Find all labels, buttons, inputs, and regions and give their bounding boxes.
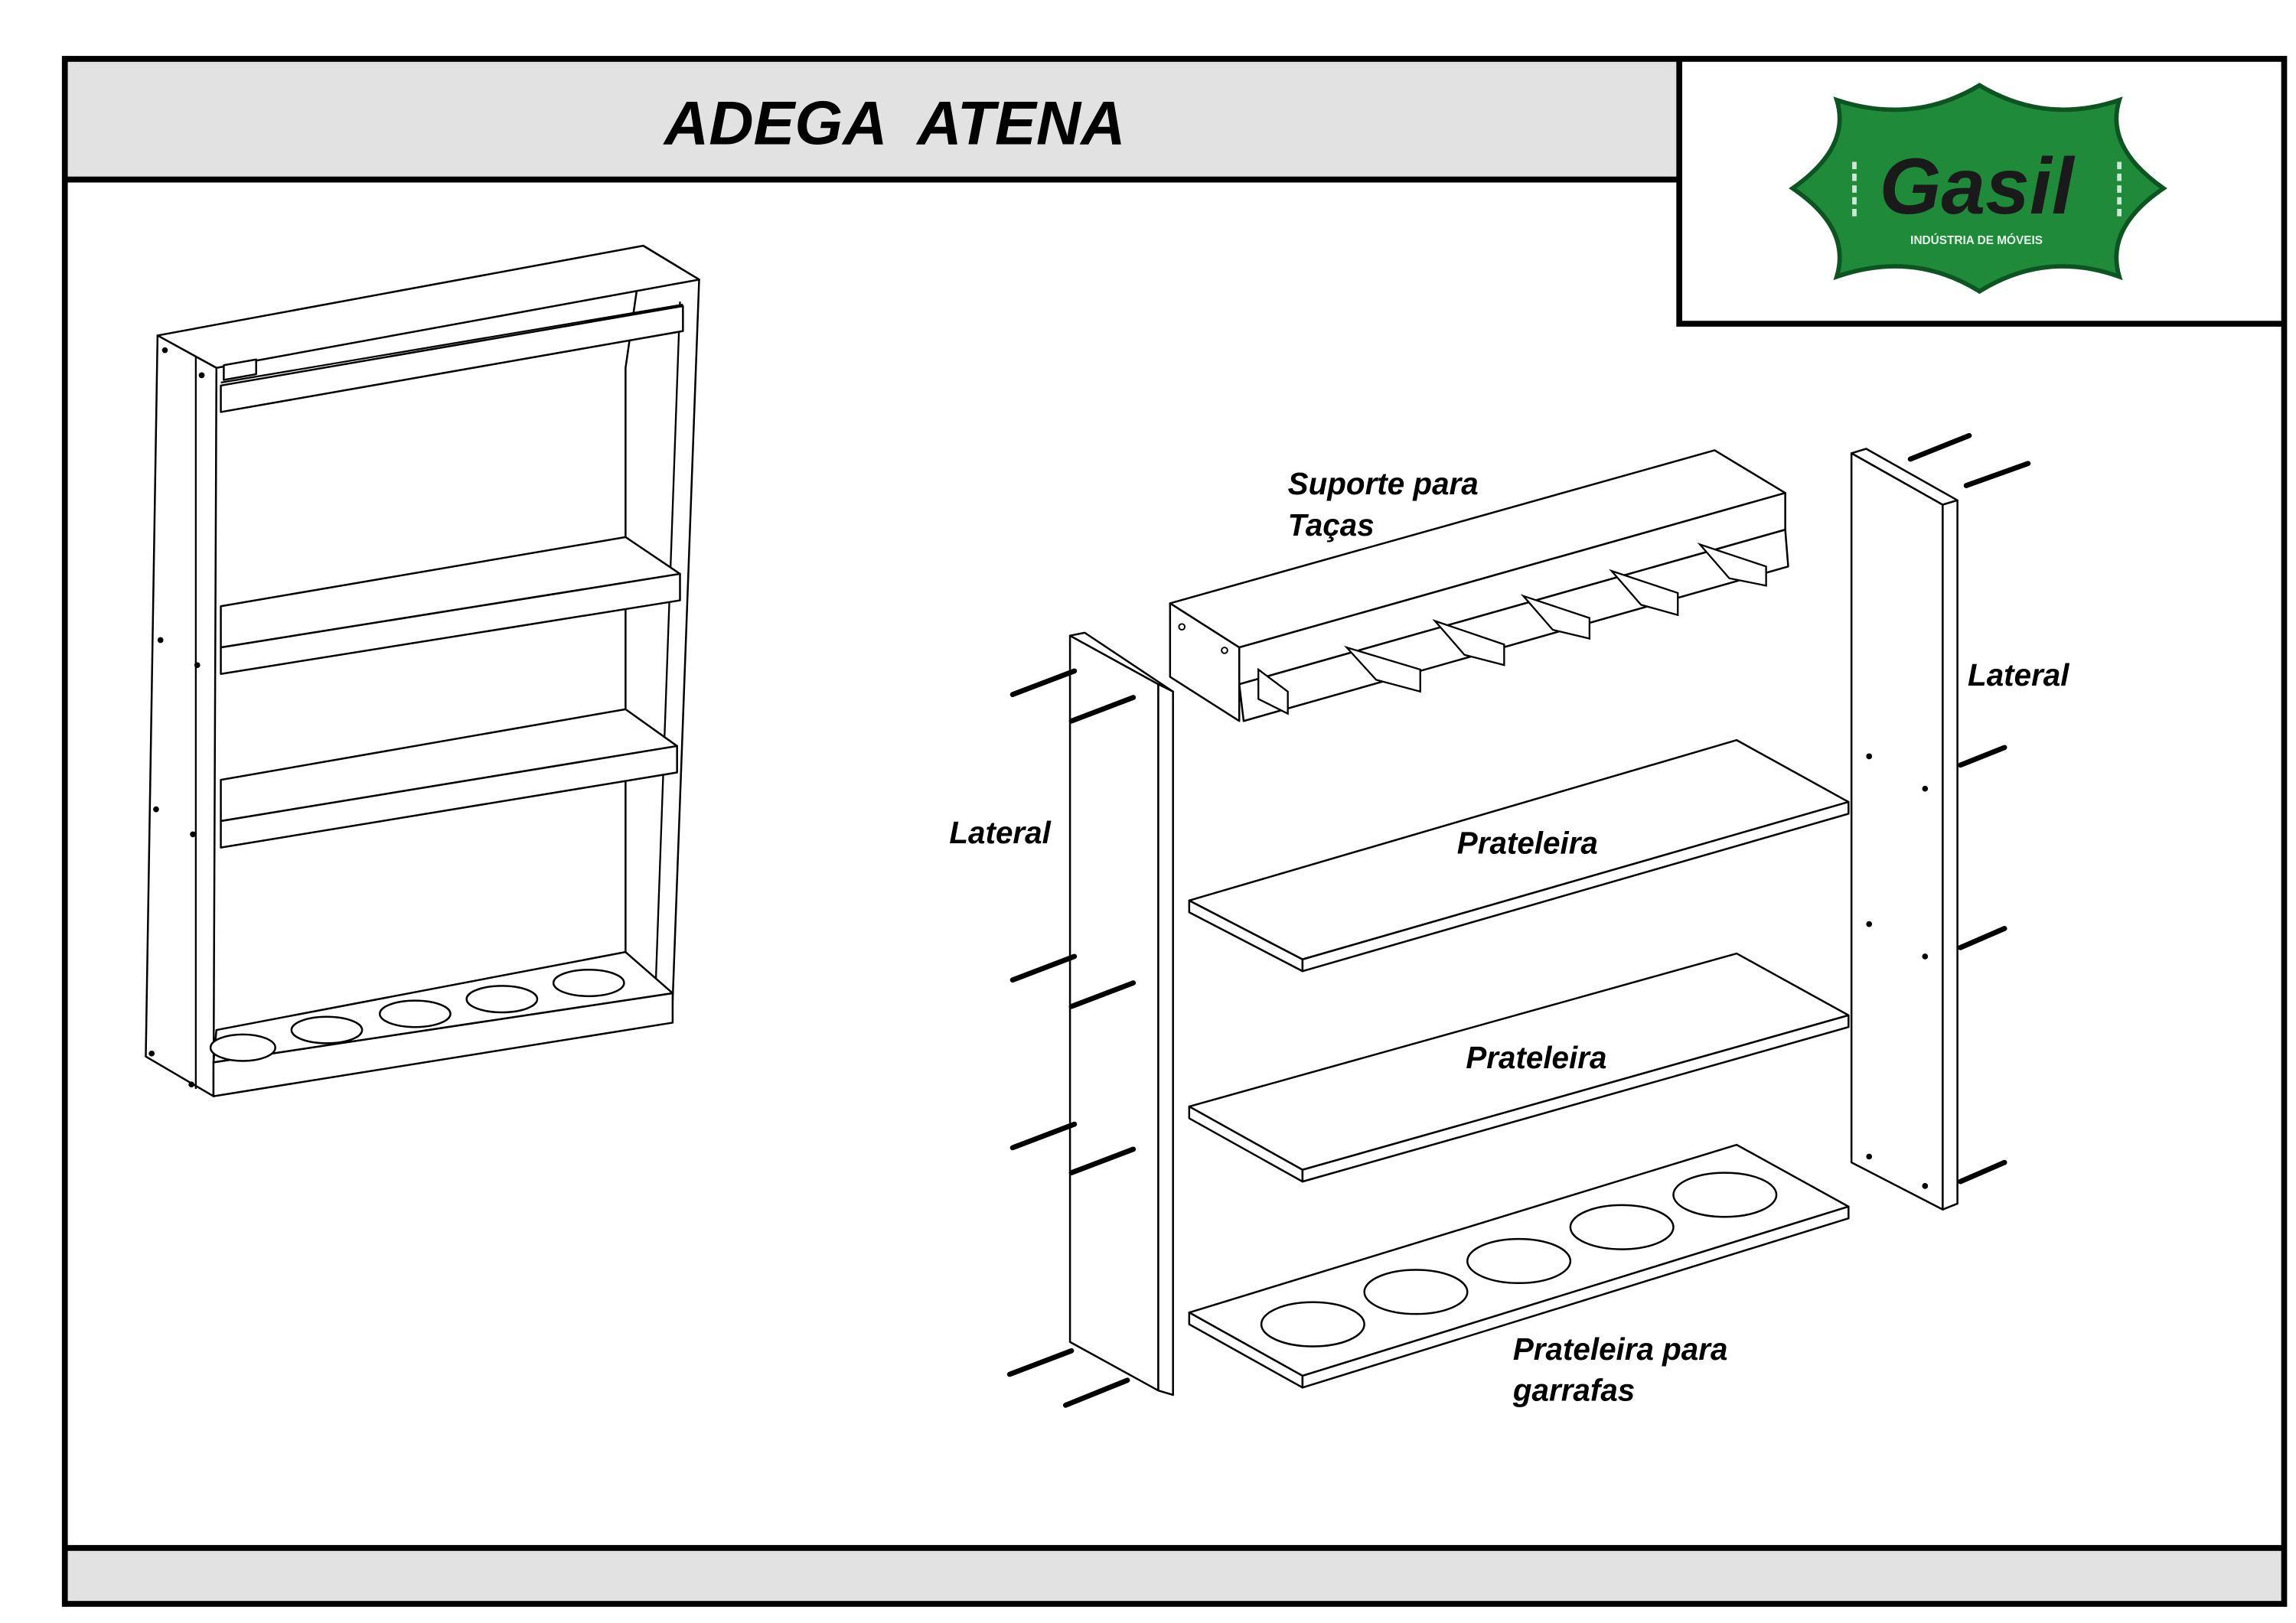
lateral-right-panel xyxy=(1850,448,1958,1211)
gasil-logo: Gasil INDÚSTRIA DE MÓVEIS xyxy=(1789,83,2167,295)
label-lateral-left: Lateral xyxy=(949,815,1051,850)
page-title: ADEGA ATENA xyxy=(663,89,1126,158)
footer-band xyxy=(64,1547,2285,1605)
bottle-shelf-part xyxy=(1188,1143,1850,1389)
label-bottle-shelf-line2: garrafas xyxy=(1512,1373,1635,1408)
label-support-line1: Suporte para xyxy=(1288,466,1479,501)
header-band xyxy=(64,58,1678,180)
screws xyxy=(1006,432,2031,1408)
label-support-line2: Taças xyxy=(1288,507,1375,543)
logo-tagline: INDÚSTRIA DE MÓVEIS xyxy=(1910,233,2043,247)
lateral-left-panel xyxy=(1068,631,1174,1396)
label-bottle-shelf-line1: Prateleira para xyxy=(1513,1331,1728,1367)
label-shelf-1: Prateleira xyxy=(1457,825,1598,860)
logo-brand: Gasil xyxy=(1880,142,2076,231)
label-shelf-2: Prateleira xyxy=(1466,1040,1606,1075)
shelf-1-part xyxy=(1188,738,1850,973)
shelf-2-part xyxy=(1188,952,1850,1183)
label-lateral-right: Lateral xyxy=(1968,657,2069,693)
page-frame xyxy=(61,56,2288,1607)
goblet-support-part xyxy=(1169,449,1789,722)
assembled-rack-drawing xyxy=(145,244,700,1097)
